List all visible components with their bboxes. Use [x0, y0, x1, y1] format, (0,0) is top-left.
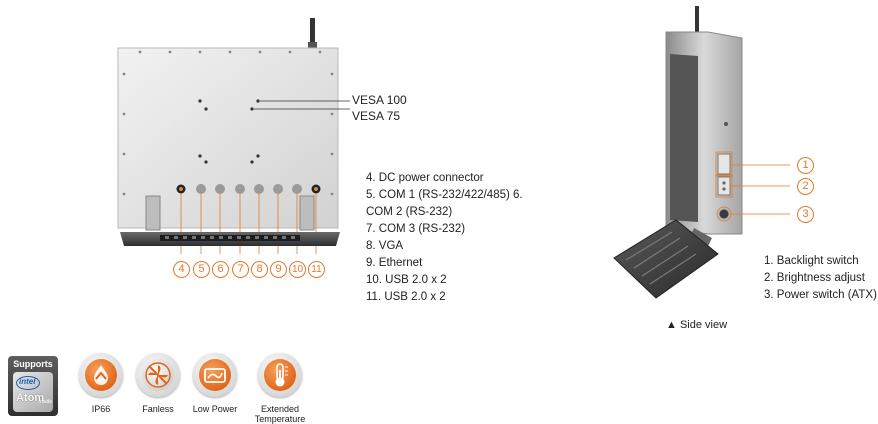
side-view-diagram	[613, 6, 790, 299]
side-feature-item: 2. Brightness adjust	[764, 272, 866, 284]
fanless-badge	[136, 353, 180, 397]
side-antenna	[695, 6, 699, 32]
connector-number-6: 6	[212, 261, 229, 278]
atom-logo: Atom	[16, 392, 45, 404]
connector-list-item: 11. USB 2.0 x 2	[366, 291, 446, 303]
antenna	[310, 18, 315, 48]
keyboard	[613, 219, 719, 299]
side-feature-item: 3. Power switch (ATX)	[764, 289, 877, 301]
connector-number-8: 8	[251, 261, 268, 278]
connector-list-item: 9. Ethernet	[366, 257, 423, 269]
connector-5	[196, 184, 206, 194]
side-callout-3: 3	[797, 206, 814, 223]
side-callout-1: 1	[797, 157, 814, 174]
ip66-icon	[94, 365, 108, 385]
connector-number-10: 10	[289, 261, 306, 278]
power-switch	[718, 208, 730, 220]
fanless-label: Fanless	[142, 404, 174, 414]
connector-list: 4. DC power connector 5. COM 1 (RS-232/4…	[366, 170, 523, 306]
supports-title: Supports	[13, 359, 53, 369]
vesa-75-label: VESA 75	[352, 109, 401, 123]
connector-list-item: 8. VGA	[366, 240, 404, 252]
intel-atom-badge: Supports intel Atom inside	[8, 356, 58, 416]
connector-number-11: 11	[308, 261, 325, 278]
connector-6	[215, 184, 225, 194]
brightness-adjust	[717, 176, 731, 196]
side-feature-item: 1. Backlight switch	[764, 255, 859, 267]
connector-7	[235, 184, 245, 194]
connector-number-5: 5	[193, 261, 210, 278]
mount-bracket-right	[299, 195, 315, 231]
connector-number-9: 9	[270, 261, 287, 278]
vesa-hole	[198, 99, 202, 103]
rear-view-diagram	[117, 18, 350, 254]
connector-list-item: 4. DC power connector	[366, 172, 484, 184]
backlight-switch	[717, 153, 731, 175]
connector-list-item: 5. COM 1 (RS-232/422/485) 6.	[366, 189, 523, 201]
side-feature-list: 1. Backlight switch 2. Brightness adjust…	[764, 253, 877, 304]
extended-temperature-badge	[258, 353, 302, 397]
side-view-caption: ▲ Side view	[666, 319, 728, 331]
low-power-badge	[193, 353, 237, 397]
intel-logo: intel	[19, 377, 36, 386]
side-callout-2: 2	[797, 178, 814, 195]
connector-number-7: 7	[232, 261, 249, 278]
connector-9	[273, 184, 283, 194]
connector-8	[254, 184, 264, 194]
fan-icon	[145, 362, 171, 388]
thermometer-icon	[275, 363, 288, 387]
connector-10	[292, 184, 302, 194]
mount-bracket-left	[145, 195, 161, 231]
connector-list-item: 10. USB 2.0 x 2	[366, 274, 447, 286]
vesa-100-label: VESA 100	[352, 93, 407, 107]
low-power-icon	[204, 368, 226, 383]
connector-list-item: 7. COM 3 (RS-232)	[366, 223, 466, 235]
ip66-badge	[79, 353, 123, 397]
connector-list-item: COM 2 (RS-232)	[366, 206, 453, 218]
ip66-label: IP66	[91, 404, 111, 414]
extended-temperature-label: Extended Temperature	[254, 404, 306, 424]
low-power-label: Low Power	[192, 404, 238, 414]
connector-number-4: 4	[173, 261, 190, 278]
